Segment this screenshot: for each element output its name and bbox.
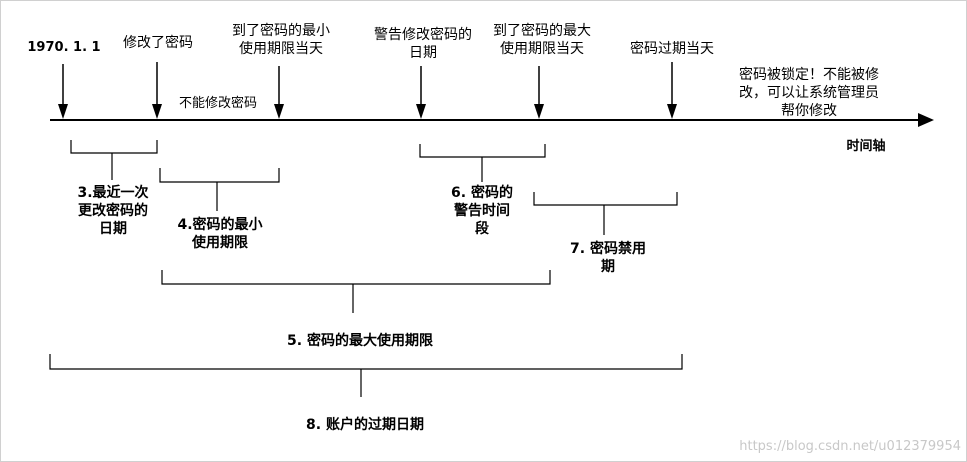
period-label-p3: 3.最近一次 更改密码的 日期: [77, 185, 149, 237]
event-arrow-expired-day: [667, 62, 677, 119]
bracket-p8: [49, 354, 683, 397]
watermark-text: https://blog.csdn.net/u012379954: [739, 439, 961, 454]
bracket-p7: [533, 192, 678, 235]
event-arrow-epoch: [58, 64, 68, 119]
note-locked: 密码被锁定！不能被修 改，可以让系统管理员 帮你修改: [739, 67, 879, 119]
event-label-last-change: 修改了密码: [123, 35, 193, 51]
event-arrow-last-change: [152, 62, 162, 119]
event-label-min-reached: 到了密码的最小 使用期限当天: [232, 23, 330, 57]
event-arrow-max-reached: [534, 66, 544, 119]
period-label-p6: 6. 密码的 警告时间 段: [451, 185, 513, 237]
time-axis-arrowhead: [918, 113, 934, 127]
bracket-p5: [161, 270, 551, 313]
bracket-p6: [419, 144, 546, 182]
period-label-p7: 7. 密码禁用 期: [570, 241, 646, 275]
period-label-p5: 5. 密码的最大使用期限: [287, 333, 433, 349]
event-arrow-min-reached: [274, 66, 284, 119]
bracket-p4: [159, 168, 280, 211]
period-label-p8: 8. 账户的过期日期: [306, 417, 424, 433]
axis-label: 时间轴: [846, 139, 886, 154]
event-label-epoch: 1970. 1. 1: [27, 40, 101, 55]
event-arrow-warn-date: [416, 66, 426, 119]
note-no-change: 不能修改密码: [178, 96, 257, 111]
event-label-expired-day: 密码过期当天: [630, 41, 714, 57]
bracket-p3: [70, 140, 158, 180]
event-label-max-reached: 到了密码的最大 使用期限当天: [493, 23, 591, 57]
period-label-p4: 4.密码的最小 使用期限: [177, 217, 263, 251]
event-label-warn-date: 警告修改密码的 日期: [374, 27, 472, 61]
